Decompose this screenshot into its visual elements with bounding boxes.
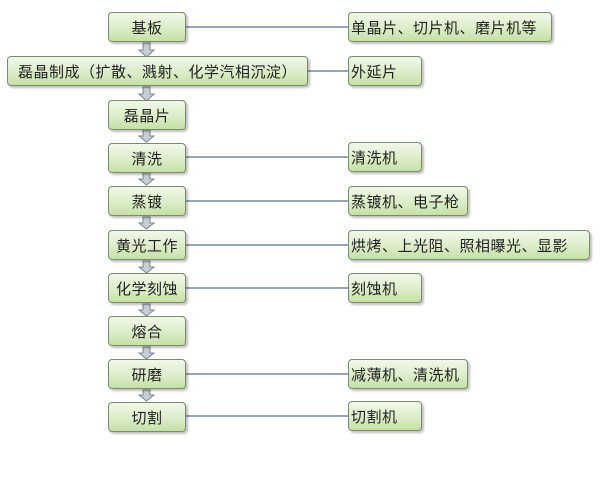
step-dicing: 切割 bbox=[108, 402, 186, 432]
equipment-grinding: 减薄机、清洗机 bbox=[348, 359, 468, 389]
step-grinding: 研磨 bbox=[108, 359, 186, 389]
equipment-etching: 刻蚀机 bbox=[348, 273, 422, 303]
down-arrow-9 bbox=[137, 389, 156, 402]
equipment-dicing: 切割机 bbox=[348, 401, 422, 431]
equipment-epitaxy: 外延片 bbox=[348, 56, 422, 86]
down-arrow-3 bbox=[137, 129, 156, 143]
step-fusion: 熔合 bbox=[108, 316, 186, 346]
step-photolithography: 黄光工作 bbox=[108, 230, 186, 260]
equipment-substrate: 单晶片、切片机、磨片机等 bbox=[348, 12, 552, 42]
down-arrow-7 bbox=[137, 303, 156, 317]
down-arrow-1 bbox=[137, 42, 156, 58]
down-arrow-2 bbox=[137, 86, 156, 102]
down-arrow-6 bbox=[137, 260, 156, 274]
down-arrow-4 bbox=[137, 172, 156, 186]
equipment-photolithography: 烘烤、上光阻、照相曝光、显影 bbox=[348, 230, 590, 260]
step-chemical-etching: 化学刻蚀 bbox=[108, 273, 186, 303]
step-cleaning: 清洗 bbox=[108, 143, 186, 173]
equipment-evaporation: 蒸镀机、电子枪 bbox=[348, 186, 468, 216]
down-arrow-8 bbox=[137, 346, 156, 360]
step-substrate: 基板 bbox=[108, 12, 186, 42]
down-arrow-5 bbox=[137, 216, 156, 230]
step-evaporation: 蒸镀 bbox=[108, 186, 186, 216]
step-epi-wafer: 磊晶片 bbox=[108, 100, 186, 130]
step-epitaxy-process: 磊晶制成（扩散、溅射、化学汽相沉淀） bbox=[7, 56, 308, 86]
equipment-cleaning: 清洗机 bbox=[348, 142, 422, 172]
